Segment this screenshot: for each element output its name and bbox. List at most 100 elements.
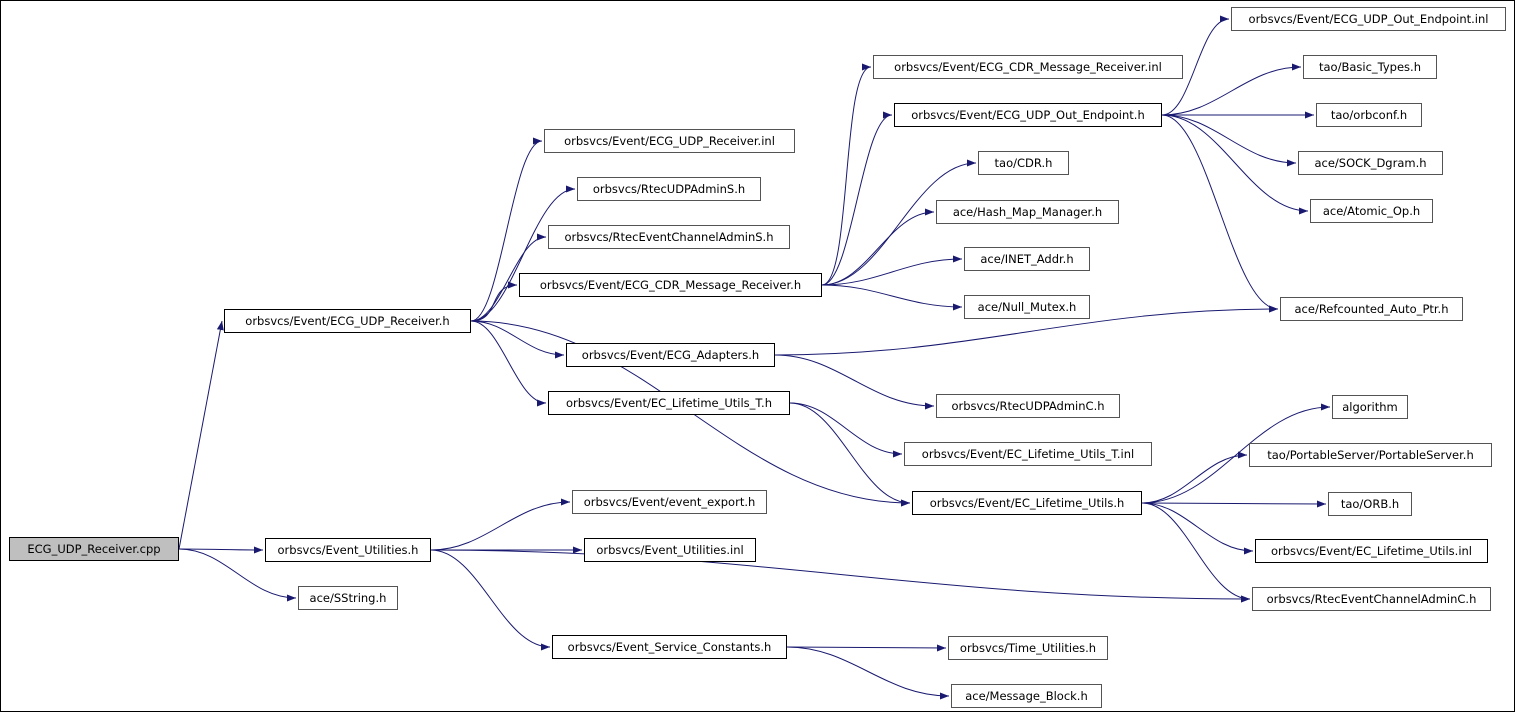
node-label: ace/INET_Addr.h xyxy=(980,252,1074,266)
node-label: orbsvcs/RtecUDPAdminS.h xyxy=(592,182,746,196)
node-ace-message-block-h[interactable]: ace/Message_Block.h xyxy=(951,684,1102,708)
edge-ecg-udp-out-endpoint-h--ecg-udp-out-endpoint-inl xyxy=(1161,15,1230,116)
node-ecg-udp-receiver-inl[interactable]: orbsvcs/Event/ECG_UDP_Receiver.inl xyxy=(544,129,795,153)
node-label: orbsvcs/Event/ECG_UDP_Receiver.h xyxy=(245,314,450,328)
node-event-service-constants-h[interactable]: orbsvcs/Event_Service_Constants.h xyxy=(552,635,787,659)
node-rtec-event-channel-admin-s-h[interactable]: orbsvcs/RtecEventChannelAdminS.h xyxy=(548,225,790,249)
node-ecg-udp-receiver-cpp: ECG_UDP_Receiver.cpp xyxy=(9,537,179,561)
node-label: orbsvcs/Event/EC_Lifetime_Utils.h xyxy=(929,496,1125,510)
node-label: ace/Refcounted_Auto_Ptr.h xyxy=(1294,302,1449,316)
edge-ec-lifetime-utils-h--tao-portableserver-h xyxy=(1141,451,1248,504)
node-label: ace/SString.h xyxy=(309,591,387,605)
node-ace-hash-map-manager-h[interactable]: ace/Hash_Map_Manager.h xyxy=(936,200,1119,224)
node-label: orbsvcs/Event/ECG_UDP_Out_Endpoint.inl xyxy=(1248,12,1489,26)
node-label: ace/Hash_Map_Manager.h xyxy=(952,205,1103,219)
node-label: algorithm xyxy=(1342,400,1398,414)
node-label: ECG_UDP_Receiver.cpp xyxy=(27,542,161,556)
node-ec-lifetime-utils-t-inl[interactable]: orbsvcs/Event/EC_Lifetime_Utils_T.inl xyxy=(904,442,1152,466)
edge-ec-lifetime-utils-t-h--ec-lifetime-utils-h xyxy=(789,402,911,507)
edge-ecg-adapters-h--rtec-udp-admin-c-h xyxy=(774,354,935,410)
node-label: orbsvcs/Event_Utilities.inl xyxy=(596,543,744,557)
node-label: orbsvcs/Time_Utilities.h xyxy=(959,641,1097,655)
node-label: ace/Message_Block.h xyxy=(965,689,1088,703)
node-label: orbsvcs/Event_Utilities.h xyxy=(277,543,419,557)
edge-ecg-udp-receiver-h--ecg-adapters-h xyxy=(470,320,565,359)
edge-ecg-cdr-message-receiver-h--ace-null-mutex-h xyxy=(821,284,963,311)
node-ec-lifetime-utils-h[interactable]: orbsvcs/Event/EC_Lifetime_Utils.h xyxy=(912,491,1142,515)
node-label: tao/CDR.h xyxy=(994,156,1053,170)
node-label: orbsvcs/Event/EC_Lifetime_Utils_T.inl xyxy=(921,447,1135,461)
node-label: tao/orbconf.h xyxy=(1330,108,1408,122)
node-ecg-udp-out-endpoint-h[interactable]: orbsvcs/Event/ECG_UDP_Out_Endpoint.h xyxy=(894,103,1162,127)
node-label: orbsvcs/Event/ECG_CDR_Message_Receiver.h xyxy=(539,278,802,292)
node-ec-lifetime-utils-t-h[interactable]: orbsvcs/Event/EC_Lifetime_Utils_T.h xyxy=(548,391,790,415)
edge-ecg-udp-out-endpoint-h--ace-atomic-op-h xyxy=(1161,114,1309,215)
node-label: tao/PortableServer/PortableServer.h xyxy=(1267,448,1474,462)
edge-ecg-udp-receiver-h--ec-lifetime-utils-t-h xyxy=(470,320,547,407)
node-ecg-cdr-message-receiver-h[interactable]: orbsvcs/Event/ECG_CDR_Message_Receiver.h xyxy=(519,273,822,297)
edge-ecg-udp-receiver-cpp--event-utilities-h xyxy=(178,546,264,554)
node-label: orbsvcs/Event/ECG_UDP_Receiver.inl xyxy=(564,134,775,148)
node-label: orbsvcs/Event/EC_Lifetime_Utils_T.h xyxy=(565,396,773,410)
node-ace-refcounted-auto-ptr-h[interactable]: ace/Refcounted_Auto_Ptr.h xyxy=(1280,297,1463,321)
node-rtec-udp-admin-c-h[interactable]: orbsvcs/RtecUDPAdminC.h xyxy=(936,394,1120,418)
node-ace-sstring-h[interactable]: ace/SString.h xyxy=(298,586,398,610)
node-label: orbsvcs/Event/ECG_CDR_Message_Receiver.i… xyxy=(894,60,1162,74)
node-ace-inet-addr-h[interactable]: ace/INET_Addr.h xyxy=(964,247,1090,271)
node-ecg-adapters-h[interactable]: orbsvcs/Event/ECG_Adapters.h xyxy=(566,343,775,367)
node-label: orbsvcs/Event/ECG_Adapters.h xyxy=(581,348,760,362)
node-event-utilities-inl[interactable]: orbsvcs/Event_Utilities.inl xyxy=(584,538,756,562)
edge-ec-lifetime-utils-h--ec-lifetime-utils-inl xyxy=(1141,502,1254,555)
node-label: orbsvcs/Event/EC_Lifetime_Utils.inl xyxy=(1270,544,1472,558)
edge-ecg-adapters-h--ace-refcounted-auto-ptr-h xyxy=(774,305,1279,356)
node-event-utilities-h[interactable]: orbsvcs/Event_Utilities.h xyxy=(265,538,431,562)
node-rtec-udp-admin-s-h[interactable]: orbsvcs/RtecUDPAdminS.h xyxy=(577,177,761,201)
edge-ecg-udp-out-endpoint-h--ace-refcounted-auto-ptr-h xyxy=(1161,114,1279,313)
edge-event-utilities-h--event-export-h xyxy=(430,498,571,551)
node-label: orbsvcs/RtecUDPAdminC.h xyxy=(951,399,1105,413)
edge-group xyxy=(178,15,1331,700)
edge-event-service-constants-h--ace-message-block-h xyxy=(786,646,950,700)
node-time-utilities-h[interactable]: orbsvcs/Time_Utilities.h xyxy=(948,636,1108,660)
edge-ecg-udp-receiver-h--rtec-udp-admin-s-h xyxy=(470,185,576,322)
node-event-export-h[interactable]: orbsvcs/Event/event_export.h xyxy=(572,490,767,514)
node-tao-orbconf-h[interactable]: tao/orbconf.h xyxy=(1316,103,1422,127)
node-ec-lifetime-utils-inl[interactable]: orbsvcs/Event/EC_Lifetime_Utils.inl xyxy=(1255,539,1488,563)
node-ecg-udp-receiver-h[interactable]: orbsvcs/Event/ECG_UDP_Receiver.h xyxy=(224,309,471,333)
edge-ecg-udp-out-endpoint-h--tao-basic-types-h xyxy=(1161,63,1302,116)
edge-ec-lifetime-utils-h--rtec-event-channel-admin-c-h xyxy=(1141,502,1251,603)
node-label: orbsvcs/Event_Service_Constants.h xyxy=(567,640,772,654)
edge-ecg-cdr-message-receiver-h--ecg-cdr-message-receiver-inl xyxy=(821,63,872,286)
node-label: orbsvcs/RtecEventChannelAdminC.h xyxy=(1266,592,1477,606)
edge-ec-lifetime-utils-h--algorithm xyxy=(1141,403,1331,504)
node-ace-sock-dgram-h[interactable]: ace/SOCK_Dgram.h xyxy=(1298,151,1443,175)
edge-ecg-udp-receiver-h--rtec-event-channel-admin-s-h xyxy=(470,233,547,322)
edge-ecg-udp-receiver-h--ecg-udp-receiver-inl xyxy=(470,137,543,322)
edge-ec-lifetime-utils-h--tao-orb-h xyxy=(1141,500,1327,508)
node-label: orbsvcs/Event/event_export.h xyxy=(583,495,756,509)
node-ecg-cdr-message-receiver-inl[interactable]: orbsvcs/Event/ECG_CDR_Message_Receiver.i… xyxy=(873,55,1183,79)
node-ace-atomic-op-h[interactable]: ace/Atomic_Op.h xyxy=(1310,199,1433,223)
node-ace-null-mutex-h[interactable]: ace/Null_Mutex.h xyxy=(964,295,1090,319)
node-tao-basic-types-h[interactable]: tao/Basic_Types.h xyxy=(1303,55,1437,79)
node-rtec-event-channel-admin-c-h[interactable]: orbsvcs/RtecEventChannelAdminC.h xyxy=(1252,587,1491,611)
node-tao-portableserver-h[interactable]: tao/PortableServer/PortableServer.h xyxy=(1249,443,1492,467)
node-tao-orb-h[interactable]: tao/ORB.h xyxy=(1328,492,1412,516)
node-ecg-udp-out-endpoint-inl[interactable]: orbsvcs/Event/ECG_UDP_Out_Endpoint.inl xyxy=(1231,7,1506,31)
edge-event-utilities-h--rtec-event-channel-admin-c-h xyxy=(430,549,1251,603)
edge-ecg-cdr-message-receiver-h--ace-inet-addr-h xyxy=(821,255,963,286)
node-label: tao/Basic_Types.h xyxy=(1318,60,1421,74)
node-label: ace/Null_Mutex.h xyxy=(977,300,1077,314)
edge-ecg-cdr-message-receiver-h--ecg-udp-out-endpoint-h xyxy=(821,111,893,286)
node-tao-cdr-h[interactable]: tao/CDR.h xyxy=(978,151,1069,175)
node-algorithm[interactable]: algorithm xyxy=(1332,395,1408,419)
edge-ecg-cdr-message-receiver-h--tao-cdr-h xyxy=(821,159,977,286)
edge-ecg-udp-out-endpoint-h--ace-sock-dgram-h xyxy=(1161,114,1297,167)
edge-ecg-udp-receiver-cpp--ace-sstring-h xyxy=(178,548,297,602)
edge-event-service-constants-h--time-utilities-h xyxy=(786,644,947,652)
node-label: ace/SOCK_Dgram.h xyxy=(1314,156,1427,170)
edge-ecg-udp-receiver-cpp--ecg-udp-receiver-h xyxy=(178,320,224,550)
edge-ecg-udp-receiver-h--ecg-cdr-message-receiver-h xyxy=(470,281,518,322)
